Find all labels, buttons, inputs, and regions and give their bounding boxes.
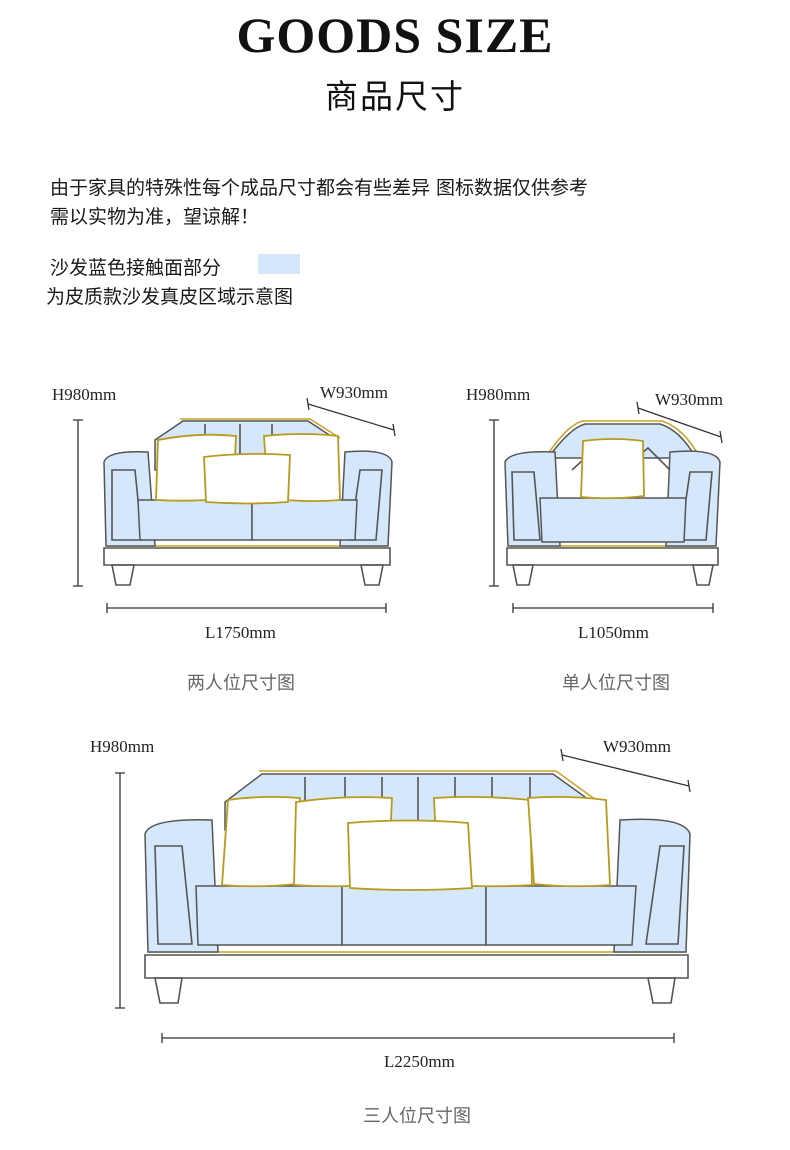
page-title-en: GOODS SIZE xyxy=(236,7,554,63)
disclaimer-line-2: 需以实物为准，望谅解！ xyxy=(50,206,260,228)
two-seat-height-label: H980mm xyxy=(52,385,117,404)
disclaimer-line-1: 由于家具的特殊性每个成品尺寸都会有些差异 图标数据仅供参考 xyxy=(50,177,589,199)
leather-color-swatch xyxy=(258,254,300,274)
three-seat-width-label: W930mm xyxy=(603,737,671,756)
page-title-cn: 商品尺寸 xyxy=(325,77,465,116)
one-seat-height-label: H980mm xyxy=(466,385,531,404)
two-seat-length-label: L1750mm xyxy=(205,623,276,642)
one-seat-width-label: W930mm xyxy=(655,390,723,409)
legend-line-1: 沙发蓝色接触面部分 xyxy=(50,257,222,279)
two-seat-caption: 两人位尺寸图 xyxy=(187,673,295,694)
dimension-lines xyxy=(73,397,723,1043)
one-seat-length-label: L1050mm xyxy=(578,623,649,642)
three-seat-length-label: L2250mm xyxy=(384,1052,455,1071)
three-seat-height-label: H980mm xyxy=(90,737,155,756)
two-seat-width-label: W930mm xyxy=(320,383,388,402)
three-seat-sofa-drawing xyxy=(144,770,691,1004)
three-seat-caption: 三人位尺寸图 xyxy=(363,1106,471,1127)
two-seat-sofa-drawing xyxy=(103,418,393,586)
one-seat-sofa-drawing xyxy=(504,420,721,586)
legend-line-2: 为皮质款沙发真皮区域示意图 xyxy=(46,286,294,308)
one-seat-caption: 单人位尺寸图 xyxy=(562,673,670,694)
